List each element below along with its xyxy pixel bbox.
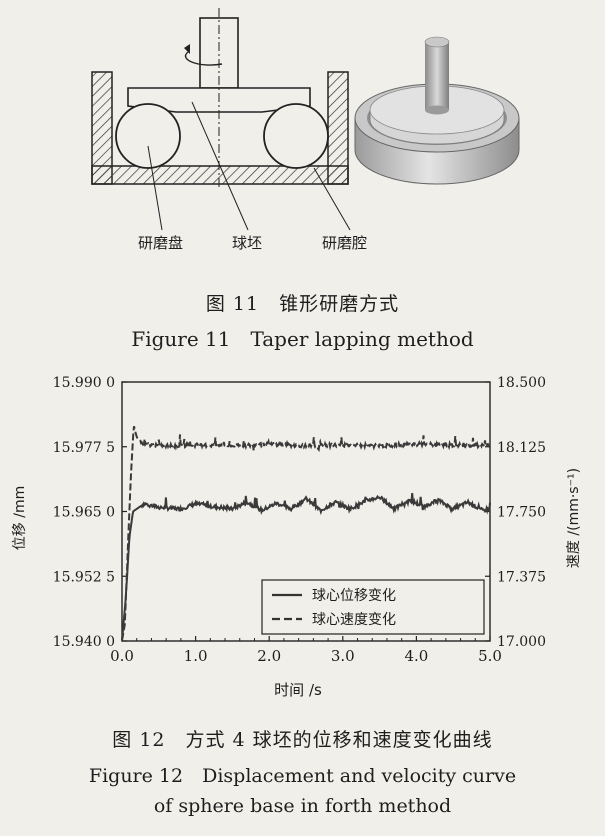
label-ball-blank: 球坯: [232, 234, 262, 252]
figure-12-caption-en-line1: Figure 12 Displacement and velocity curv…: [88, 765, 517, 787]
y-left-tick-label: 15.952 5: [53, 569, 115, 585]
y-left-tick-label: 15.977 5: [53, 440, 115, 456]
lapping-schematic: [91, 8, 351, 231]
figure-11-caption-zh: 图 11 锥形研磨方式: [205, 293, 400, 315]
y-right-tick-label: 17.375: [497, 569, 546, 585]
x-tick-label: 1.0: [184, 647, 208, 665]
figure-11-illustration: 研磨盘 球坯 研磨腔: [91, 8, 520, 252]
y-axis-right-label: 速度 /(mm·s⁻¹): [566, 468, 582, 568]
figure-12-chart: 0.0 1.0 2.0 3.0 4.0 5.0 15.940 0 15.952 5 15.965…: [12, 375, 582, 699]
y-left-tick-label: 15.990 0: [53, 375, 115, 391]
rotation-arrow-icon: [184, 51, 223, 66]
figure-11-caption-en: Figure 11 Taper lapping method: [131, 327, 474, 351]
y-right-tick-label: 17.000: [497, 634, 546, 650]
chart-legend: 球心位移变化 球心速度变化: [261, 579, 485, 635]
y-right-tick-label: 17.750: [497, 505, 546, 521]
x-tick-label: 0.0: [110, 647, 134, 665]
series-line-velocity: [121, 425, 491, 641]
y-left-tick-label: 15.965 0: [53, 505, 115, 521]
cavity-bottom: [91, 165, 349, 185]
x-tick-label: 3.0: [331, 647, 355, 665]
legend-box: [261, 579, 485, 635]
y-right-tick-label: 18.125: [497, 440, 546, 456]
lapping-3d-render: [354, 36, 520, 185]
figure-12-caption-zh: 图 12 方式 4 球坯的位移和速度变化曲线: [112, 729, 493, 751]
x-tick-label: 5.0: [478, 647, 502, 665]
label-lapping-disk: 研磨盘: [138, 234, 183, 252]
series-line-displacement: [121, 493, 491, 641]
x-axis-label: 时间 /s: [274, 681, 322, 699]
ball-right: [263, 103, 329, 169]
legend-label-displacement: 球心位移变化: [312, 588, 396, 604]
y-axis-left-label: 位移 /mm: [12, 486, 28, 550]
y-left-tick-label: 15.940 0: [53, 634, 115, 650]
y-right-tick-label: 18.500: [497, 375, 546, 391]
ball-left: [115, 103, 181, 169]
figure-12-caption-en-line2: of sphere base in forth method: [153, 795, 452, 817]
label-lapping-cavity: 研磨腔: [322, 234, 367, 252]
legend-label-velocity: 球心速度变化: [312, 612, 396, 628]
x-tick-label: 2.0: [257, 647, 281, 665]
x-tick-label: 4.0: [404, 647, 428, 665]
